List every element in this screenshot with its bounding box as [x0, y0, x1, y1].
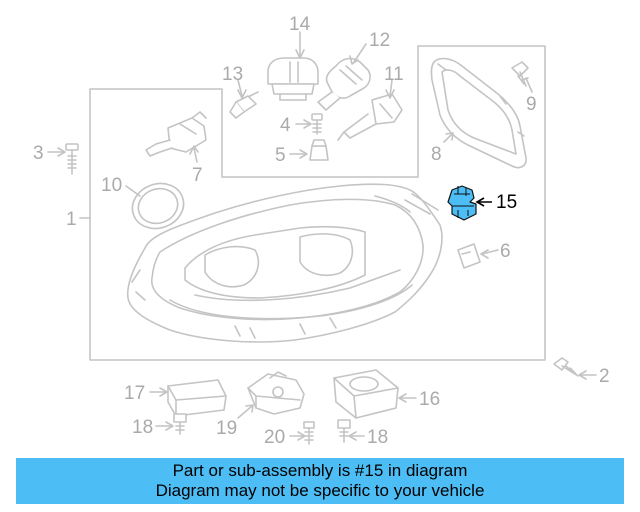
bracket-part-6: [457, 243, 481, 269]
callout-11: 11: [384, 64, 404, 85]
actuator-part-7: [145, 111, 207, 157]
highlighted-part-15: [447, 185, 477, 221]
screw-part-2: [553, 357, 579, 377]
screw-part-4: [311, 113, 323, 135]
callout-18-right: 18: [367, 427, 388, 448]
callout-9: 9: [526, 94, 537, 115]
callout-17: 17: [124, 383, 145, 404]
callout-12: 12: [369, 30, 390, 51]
callout-16: 16: [419, 389, 440, 410]
callout-15: 15: [496, 192, 517, 213]
callout-5: 5: [275, 145, 286, 166]
info-banner: Part or sub-assembly is #15 in diagram D…: [16, 458, 624, 504]
headlamp-assembly: [126, 183, 443, 343]
ballast-part-19: [247, 371, 305, 415]
callout-labels: 14 12 13 11 4 5 7 3 10 1 8 9 15 6 2 17 1…: [33, 14, 610, 448]
screw-part-9: [511, 61, 529, 87]
callout-8: 8: [431, 144, 442, 165]
bulb-part-13: [229, 91, 259, 119]
bulb-part-14: [267, 57, 319, 101]
callout-6: 6: [500, 241, 511, 262]
ballast-part-16: [333, 369, 399, 419]
callout-1: 1: [66, 209, 77, 230]
banner-line-2: Diagram may not be specific to your vehi…: [155, 481, 485, 500]
assembly-frame: [89, 45, 546, 361]
callout-14: 14: [289, 14, 311, 35]
callout-7: 7: [192, 165, 203, 186]
control-module-part-17: [167, 379, 227, 417]
callout-19: 19: [216, 418, 237, 439]
xenon-bulb-part-11: [337, 93, 403, 141]
rear-cover-part-8: [430, 57, 527, 169]
callout-4: 4: [280, 115, 291, 136]
leader-lines: [47, 31, 597, 441]
callout-3: 3: [33, 143, 44, 164]
callout-2: 2: [599, 366, 610, 387]
banner-line-1: Part or sub-assembly is #15 in diagram: [172, 461, 468, 480]
bulb-part-12: [317, 57, 371, 111]
callout-18-left: 18: [132, 417, 153, 438]
callout-10: 10: [101, 175, 122, 196]
ring-part-10: [131, 182, 185, 230]
callout-20: 20: [264, 427, 285, 448]
screw-part-20: [303, 421, 315, 445]
screw-part-18-left: [173, 413, 187, 435]
callout-13: 13: [222, 64, 243, 85]
clip-part-5: [309, 139, 329, 161]
screw-part-18-right: [337, 419, 351, 443]
screw-part-3: [65, 143, 79, 175]
